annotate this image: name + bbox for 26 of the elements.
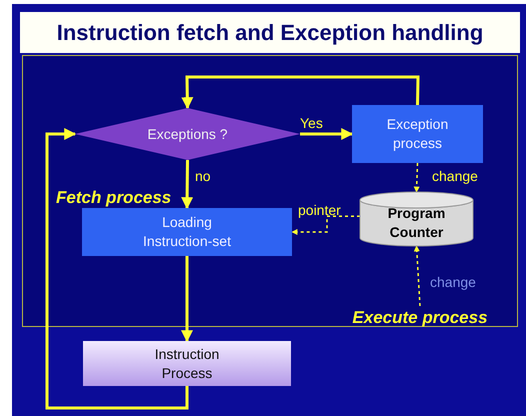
edge-label: change — [432, 168, 478, 184]
section-label: Fetch process — [56, 188, 172, 208]
node-text: Execute process — [352, 308, 488, 326]
edge-label: pointer — [298, 202, 341, 218]
node-text: Instruction Process — [154, 344, 220, 382]
node-text: Loading Instruction-set — [142, 213, 232, 251]
arrow — [181, 160, 194, 210]
process-box — [83, 341, 291, 386]
arrow — [291, 216, 360, 235]
node-text: Exceptions ? — [147, 124, 228, 144]
decision-diamond — [75, 108, 300, 160]
arrow — [46, 128, 188, 410]
edge-label: change — [430, 274, 476, 290]
arrow — [414, 162, 420, 193]
storage-cylinder — [360, 192, 473, 246]
process-box — [82, 208, 292, 256]
node-text: Exception process — [386, 115, 450, 153]
title-banner: Instruction fetch and Exception handling — [20, 12, 520, 53]
arrow — [181, 256, 193, 342]
edge-label: no — [195, 168, 211, 184]
node-text: Program Counter — [386, 204, 446, 242]
arrow — [414, 245, 421, 306]
arrow — [300, 128, 354, 140]
arrow — [181, 76, 420, 110]
edge-label: Yes — [300, 115, 323, 131]
process-box — [352, 105, 483, 163]
